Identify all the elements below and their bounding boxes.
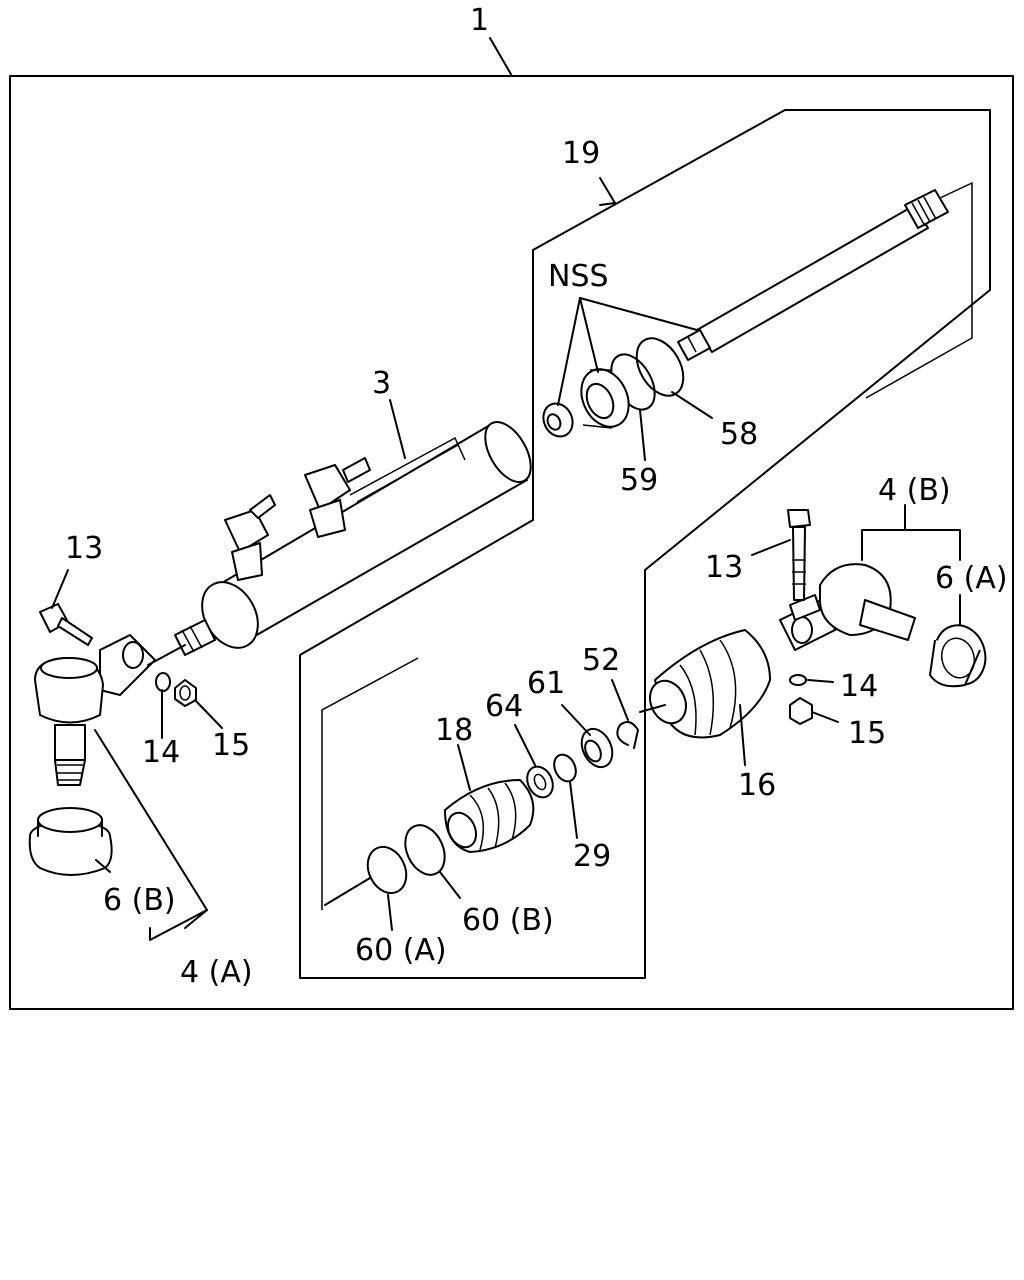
bolt-13-right <box>787 509 811 601</box>
label-15-left: 15 <box>212 728 250 763</box>
label-59: 59 <box>620 463 658 498</box>
washer-14-left <box>155 672 171 692</box>
o-ring-60b <box>404 824 446 876</box>
label-29: 29 <box>573 839 611 874</box>
boot-16 <box>639 629 771 739</box>
cylinder-body <box>174 421 532 656</box>
label-14-left: 14 <box>142 735 180 770</box>
label-13-right: 13 <box>705 550 743 585</box>
label-15-right: 15 <box>848 716 886 751</box>
label-58: 58 <box>720 417 758 452</box>
label-1: 1 <box>470 3 489 38</box>
label-61: 61 <box>527 666 565 701</box>
dust-boot-6a <box>929 624 987 688</box>
nut-15-left <box>174 679 197 707</box>
label-16: 16 <box>738 768 776 803</box>
label-4a: 4 (A) <box>180 955 253 990</box>
leader-lines <box>51 177 961 941</box>
washer-14-right <box>789 674 807 686</box>
label-13-left: 13 <box>65 531 103 566</box>
tie-rod-end-left <box>34 634 186 786</box>
label-18: 18 <box>435 713 473 748</box>
label-60b: 60 (B) <box>462 903 554 938</box>
label-6a: 6 (A) <box>935 561 1008 596</box>
ring-29 <box>553 753 577 783</box>
label-4b: 4 (B) <box>878 473 951 508</box>
cylinder-port-upper <box>304 457 371 538</box>
nut-15-right <box>789 697 813 725</box>
tie-rod-end-right <box>779 563 916 651</box>
nss-bushing <box>542 402 574 438</box>
label-19: 19 <box>562 136 600 171</box>
label-14-right: 14 <box>840 669 878 704</box>
nss-seal <box>580 368 630 429</box>
dust-boot-6b <box>28 807 113 876</box>
inset-frame-19 <box>299 109 991 979</box>
callout-labels: 1 19 NSS 58 59 3 13 14 15 6 (B) 4 (A) 4 … <box>65 3 1008 990</box>
label-60a: 60 (A) <box>355 933 447 968</box>
seal-64 <box>526 765 554 799</box>
cylinder-port-lower <box>224 494 276 581</box>
o-ring-60a <box>324 845 408 906</box>
piston-rod <box>677 189 949 361</box>
label-nss: NSS <box>548 259 609 294</box>
bolt-13-left <box>39 603 93 646</box>
snap-ring-52 <box>616 720 639 749</box>
bellows-18 <box>444 779 535 853</box>
outer-frame <box>9 37 1014 1010</box>
label-6b: 6 (B) <box>103 883 176 918</box>
bushing-61 <box>580 727 614 769</box>
label-64: 64 <box>485 689 523 724</box>
label-3: 3 <box>372 366 391 401</box>
label-52: 52 <box>582 643 620 678</box>
